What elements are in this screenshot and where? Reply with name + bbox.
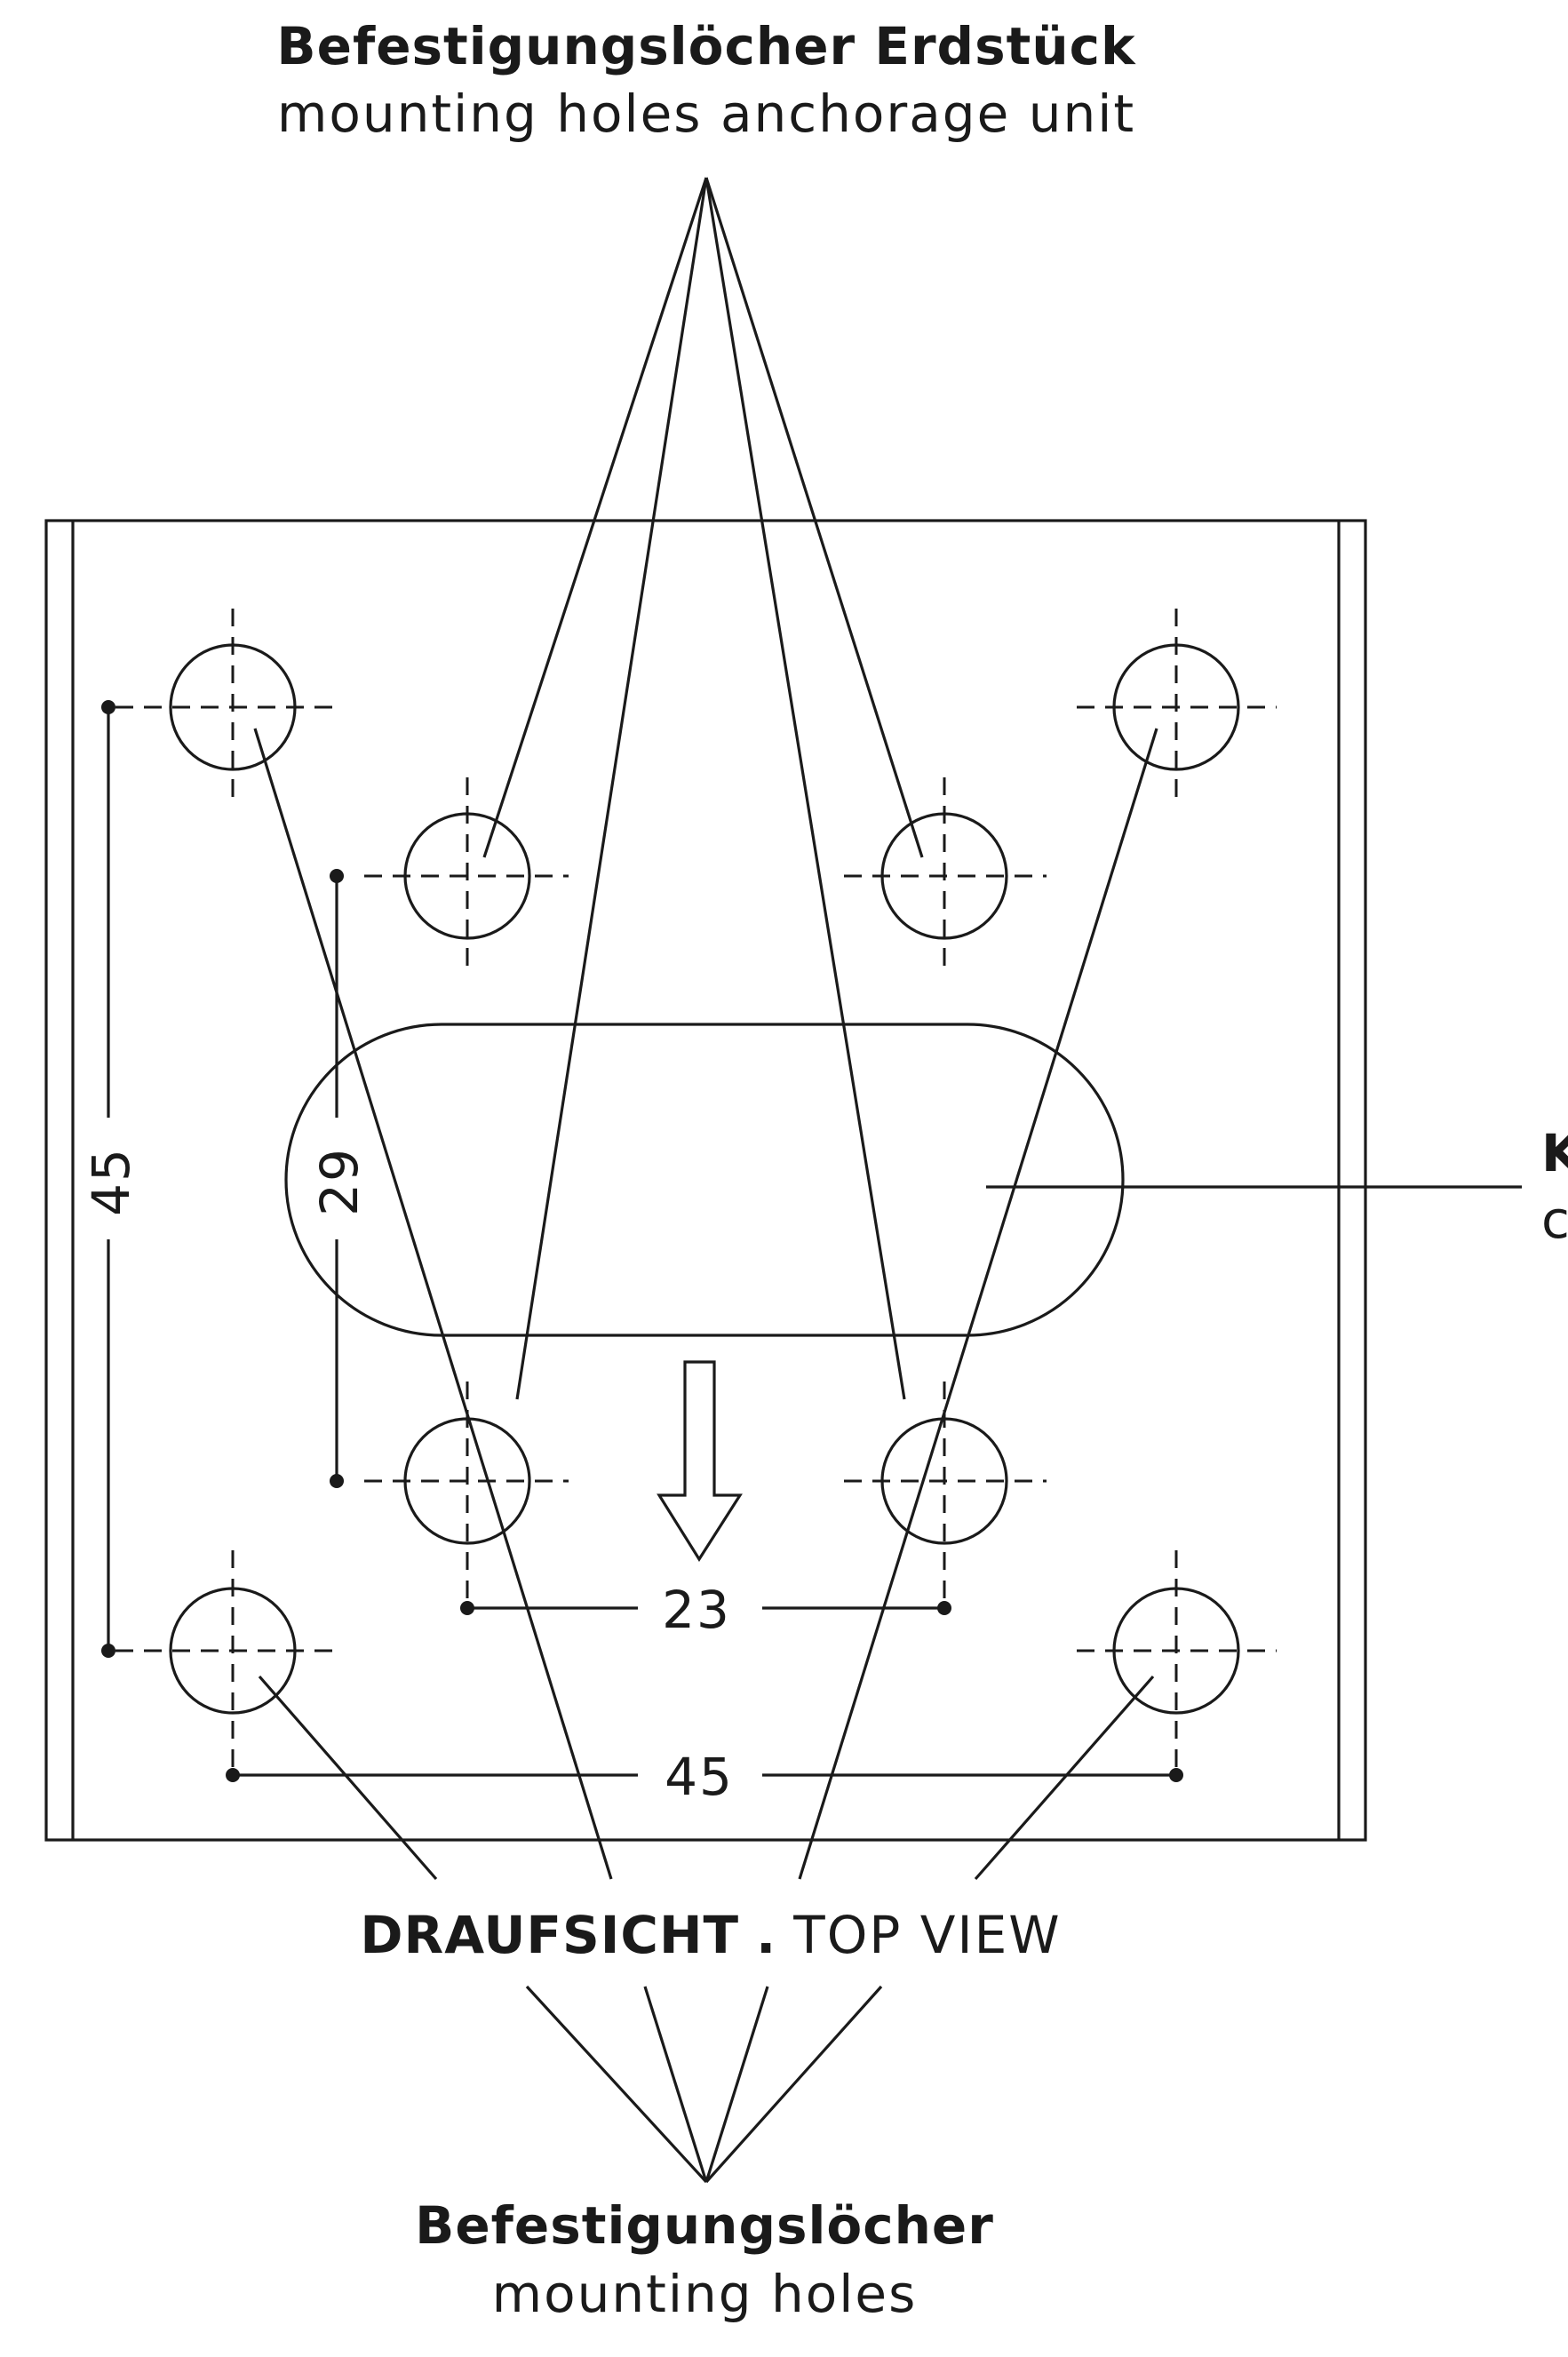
direction-arrow-icon xyxy=(657,1360,743,1562)
right-label-de: K xyxy=(1541,1123,1568,1183)
leader-lines-mounting xyxy=(253,728,1158,2184)
view-title-separator: . xyxy=(756,1905,776,1965)
view-title-de: DRAUFSICHT xyxy=(360,1905,739,1965)
outer-hole-top-right xyxy=(1077,609,1277,806)
bottom-title-de: Befestigungslöcher xyxy=(415,2195,994,2256)
inner-hole-top-right xyxy=(844,777,1047,975)
dimension-inner-horizontal-label: 23 xyxy=(662,1580,731,1640)
right-label-en: c xyxy=(1541,1190,1568,1250)
cable-slot xyxy=(284,1023,1125,1337)
dimension-inner-vertical: 29 xyxy=(309,869,370,1488)
dimension-outer-vertical: 45 xyxy=(81,700,141,1658)
top-title-de: Befestigungslöcher Erdstück xyxy=(276,16,1136,76)
top-title-en: mounting holes anchorage unit xyxy=(277,84,1135,144)
dimension-outer-horizontal-label: 45 xyxy=(665,1747,734,1807)
view-title-en: TOP VIEW xyxy=(792,1905,1061,1965)
outer-hole-top-left xyxy=(115,609,333,806)
leader-lines-anchorage xyxy=(482,177,924,1400)
view-title: DRAUFSICHT . TOP VIEW xyxy=(360,1905,1061,1965)
inner-hole-top-left xyxy=(364,777,569,975)
dimension-inner-horizontal: 23 xyxy=(460,1580,951,1640)
dimension-outer-vertical-label: 45 xyxy=(81,1147,141,1216)
inner-hole-bottom-right xyxy=(844,1382,1047,1608)
bottom-title-en: mounting holes xyxy=(492,2264,918,2324)
outer-hole-bottom-left xyxy=(115,1550,333,1772)
outer-hole-bottom-right xyxy=(1077,1550,1277,1772)
dimension-inner-vertical-label: 29 xyxy=(309,1147,370,1216)
base-plate xyxy=(44,519,1367,1842)
dimension-outer-horizontal: 45 xyxy=(226,1747,1183,1807)
